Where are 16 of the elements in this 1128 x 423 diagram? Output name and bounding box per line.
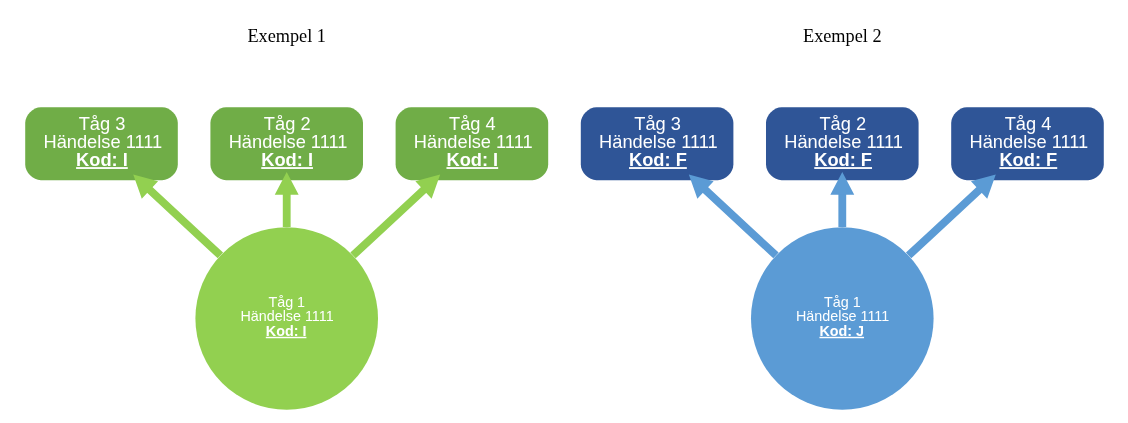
node-box: Tåg 3 Händelse 1111 Kod: F (580, 107, 733, 181)
label: Exempel 1 (246, 25, 326, 46)
node-box: Tåg 2 Händelse 1111 Kod: I (209, 107, 363, 181)
arrow (688, 174, 779, 259)
arrow (905, 174, 996, 259)
label: Exempel 2 (802, 25, 882, 46)
node-box: Tåg 2 Händelse 1111 Kod: F (765, 107, 919, 181)
node-box: Tåg 4 Händelse 1111 Kod: I (395, 107, 548, 181)
node-box: Tåg 4 Händelse 1111 Kod: F (950, 107, 1104, 181)
arrow (829, 171, 854, 228)
arrow (349, 174, 440, 259)
arrow (274, 171, 299, 228)
node-circle: Tåg 1 Händelse 1111 Kod: J (750, 227, 934, 410)
node-box: Tåg 3 Händelse 1111 Kod: I (24, 107, 178, 181)
node-circle: Tåg 1 Händelse 1111 Kod: I (194, 227, 378, 410)
arrow (132, 174, 223, 259)
